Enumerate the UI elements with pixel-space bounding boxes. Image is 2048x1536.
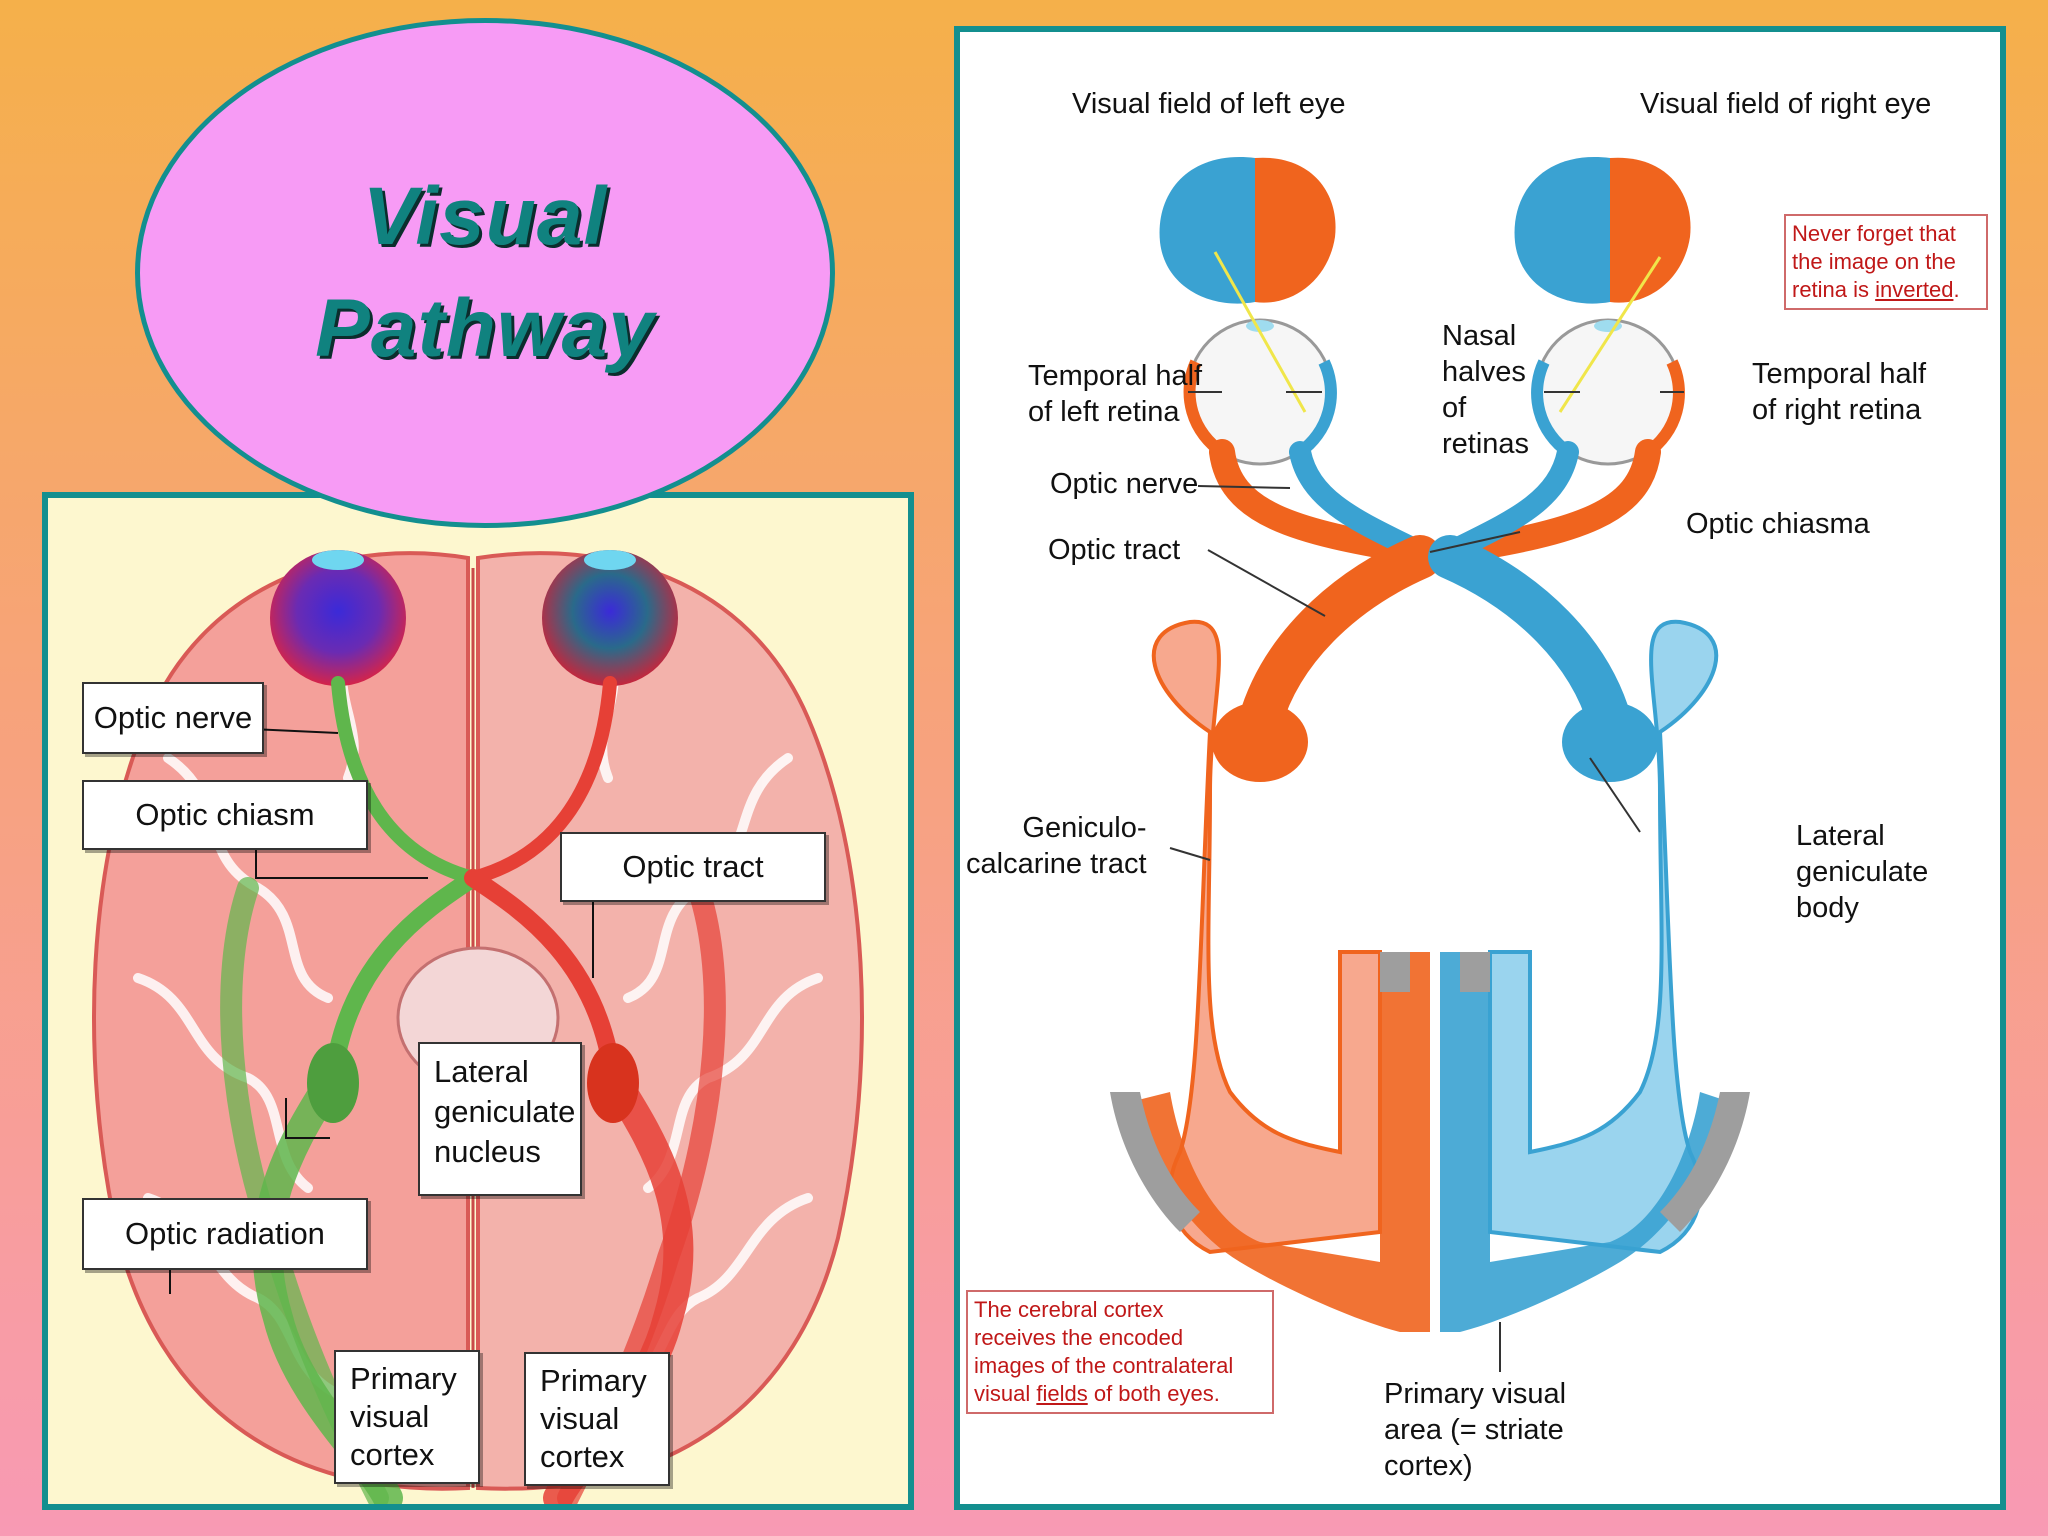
title-line-2: Pathway [315, 283, 655, 374]
visual-pathway-schematic [1110, 157, 1750, 1372]
label-visual-field-left-eye: Visual field of left eye [1072, 88, 1346, 120]
label-lateral-geniculate-body: Lateral geniculate body [1796, 820, 1929, 924]
label-temporal-half-left-retina: Temporal half of left retina [1028, 360, 1203, 428]
geniculocalcarine-left [1151, 619, 1382, 1255]
label-optic-radiation: Optic radiation [82, 1198, 368, 1270]
light-rays [1213, 251, 1662, 413]
label-optic-chiasma: Optic chiasma [1686, 508, 1870, 540]
visual-field-left-eye [1159, 157, 1336, 304]
label-nasal-halves: Nasal halves of retinas [1442, 320, 1530, 460]
label-primary-visual-cortex-right: Primary visual cortex [524, 1352, 670, 1486]
schematic-leader-lines [1169, 391, 1684, 1372]
left-eyeball [1183, 318, 1337, 466]
label-visual-field-right-eye: Visual field of right eye [1640, 88, 1932, 120]
label-optic-tract: Optic tract [1048, 534, 1181, 566]
right-eyeball [542, 550, 678, 686]
title-ellipse: Visual Pathway [135, 18, 835, 528]
label-primary-visual-area: Primary visual area (= striate cortex) [1384, 1378, 1567, 1482]
label-lateral-geniculate-nucleus: Lateral geniculate nucleus [418, 1042, 582, 1196]
label-optic-tract: Optic tract [560, 832, 826, 902]
title-line-1: Visual [362, 171, 608, 262]
lgb-right [1562, 702, 1658, 782]
brain-diagram-panel: Optic nerve Optic chiasm Optic tract Lat… [42, 492, 914, 1510]
right-hemisphere [476, 551, 864, 1491]
label-optic-nerve: Optic nerve [1050, 468, 1199, 500]
label-temporal-half-right-retina: Temporal half of right retina [1752, 358, 1927, 426]
visual-field-right-eye [1514, 157, 1691, 304]
schematic-diagram-panel: Visual field of left eye Visual field of… [954, 26, 2006, 1510]
note-contralateral-fields: The cerebral cortex receives the encoded… [966, 1290, 1274, 1414]
note-image-inverted: Never forget that the image on the retin… [1784, 214, 1988, 310]
geniculocalcarine-right [1488, 619, 1719, 1255]
label-optic-nerve: Optic nerve [82, 682, 264, 754]
lgb-left [1212, 702, 1308, 782]
label-primary-visual-cortex-left: Primary visual cortex [334, 1350, 480, 1484]
optic-tracts [1238, 535, 1632, 744]
optic-nerves [1209, 439, 1661, 565]
label-geniculocalcarine-tract: Geniculo- calcarine tract [966, 812, 1147, 880]
label-optic-chiasm: Optic chiasm [82, 780, 368, 850]
left-eyeball [270, 550, 406, 686]
